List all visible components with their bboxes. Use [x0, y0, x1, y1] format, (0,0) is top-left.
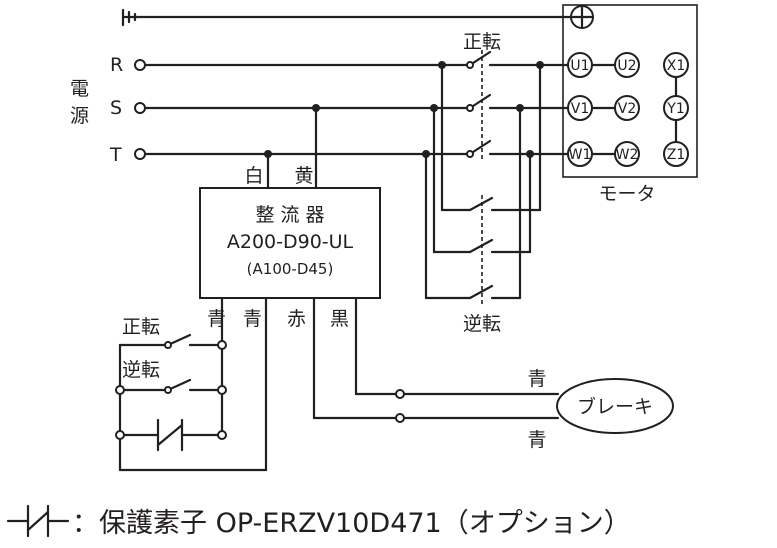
forward-contactor-label: 正転: [463, 31, 501, 53]
label-y1: Y1: [666, 101, 684, 117]
left-forward-label: 正転: [122, 316, 160, 338]
label-z1: Z1: [667, 147, 686, 163]
brake-label: ブレーキ: [577, 395, 653, 418]
wire-label-black: 黒: [330, 308, 349, 330]
wire-label-blue-1: 青: [207, 308, 226, 330]
rectifier-outputs: [118, 296, 560, 472]
phase-label-s: S: [110, 97, 122, 119]
left-switch-network: [115, 333, 227, 452]
label-x1: X1: [667, 58, 686, 74]
supply-label-char-1: 電: [70, 78, 89, 100]
label-v2: V2: [618, 101, 636, 117]
label-v1: V1: [571, 101, 589, 117]
brake-coil: [556, 378, 674, 434]
rectifier-box: [199, 104, 381, 299]
wire-label-white: 白: [244, 165, 263, 187]
label-w1: W1: [569, 147, 592, 163]
rectifier-alt-model: (A100-D45): [247, 260, 334, 278]
motor-terminal-box: U1 U2 X1 V1 V2 Y1 W1 W2 Z1: [562, 4, 698, 178]
rectifier-name: 整 流 器: [255, 204, 324, 226]
motor-label: モータ: [598, 183, 655, 205]
phase-label-r: R: [110, 54, 123, 76]
left-reverse-label: 逆転: [122, 359, 160, 381]
wire-label-blue-2: 青: [243, 308, 262, 330]
reverse-contactor-label: 逆転: [463, 313, 501, 335]
label-u2: U2: [617, 58, 636, 74]
reverse-contactor-wiring: [422, 61, 544, 305]
protection-element-legend-icon: [6, 504, 70, 538]
wire-label-yellow: 黄: [294, 165, 313, 187]
supply-label-char-2: 源: [70, 105, 89, 127]
rectifier-model: A200-D90-UL: [227, 231, 354, 253]
ground-line: [121, 8, 572, 27]
legend-text: ：保護素子 OP-ERZV10D471（オプション）: [72, 508, 631, 539]
phase-label-t: T: [109, 144, 122, 166]
brake-wire-bottom-label: 青: [527, 429, 546, 451]
supply-lines: [134, 59, 570, 160]
brake-wire-top-label: 青: [527, 368, 546, 390]
wire-label-red: 赤: [287, 308, 306, 330]
label-u1: U1: [570, 58, 589, 74]
label-w2: W2: [616, 147, 639, 163]
forward-contactor: [466, 50, 492, 160]
